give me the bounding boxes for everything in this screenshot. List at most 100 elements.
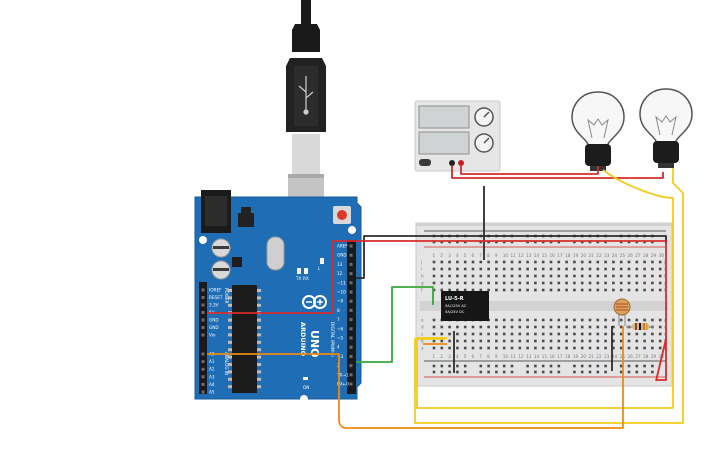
breadboard-hole[interactable]	[456, 274, 459, 278]
breadboard-hole[interactable]	[573, 281, 576, 285]
breadboard-hole[interactable]	[596, 281, 600, 285]
breadboard-hole[interactable]	[440, 339, 444, 343]
breadboard-hole[interactable]	[432, 332, 436, 336]
rail-hole[interactable]	[534, 364, 537, 368]
breadboard-hole[interactable]	[565, 332, 568, 336]
breadboard-hole[interactable]	[549, 274, 553, 278]
breadboard-hole[interactable]	[565, 325, 568, 329]
breadboard-hole[interactable]	[580, 332, 584, 336]
breadboard-hole[interactable]	[604, 281, 607, 285]
breadboard-hole[interactable]	[440, 267, 444, 271]
rail-hole[interactable]	[526, 370, 529, 374]
analog-pin[interactable]	[201, 352, 205, 356]
breadboard-hole[interactable]	[643, 281, 646, 285]
rail-hole[interactable]	[643, 364, 646, 368]
breadboard-hole[interactable]	[440, 274, 444, 278]
breadboard-hole[interactable]	[573, 325, 576, 329]
power-pin[interactable]	[201, 318, 205, 322]
rail-hole[interactable]	[502, 240, 506, 244]
breadboard-hole[interactable]	[604, 274, 607, 278]
rail-hole[interactable]	[526, 240, 529, 244]
breadboard-hole[interactable]	[541, 288, 545, 292]
breadboard-hole[interactable]	[487, 281, 490, 285]
breadboard-hole[interactable]	[565, 346, 568, 350]
rail-hole[interactable]	[549, 364, 553, 368]
breadboard-hole[interactable]	[643, 274, 646, 278]
breadboard-hole[interactable]	[440, 281, 444, 285]
rail-hole[interactable]	[541, 364, 545, 368]
breadboard-hole[interactable]	[495, 346, 498, 350]
breadboard-hole[interactable]	[432, 346, 436, 350]
breadboard-hole[interactable]	[588, 346, 592, 350]
breadboard-hole[interactable]	[635, 267, 639, 271]
breadboard-hole[interactable]	[448, 346, 451, 350]
breadboard-hole[interactable]	[627, 318, 631, 322]
breadboard-hole[interactable]	[487, 325, 490, 329]
rail-hole[interactable]	[651, 240, 654, 244]
breadboard-hole[interactable]	[604, 288, 607, 292]
rail-hole[interactable]	[596, 240, 600, 244]
rail-hole[interactable]	[588, 240, 592, 244]
breadboard-hole[interactable]	[463, 274, 467, 278]
breadboard-hole[interactable]	[557, 274, 561, 278]
breadboard-hole[interactable]	[612, 339, 615, 343]
breadboard-hole[interactable]	[495, 274, 498, 278]
breadboard-hole[interactable]	[658, 346, 662, 350]
breadboard-hole[interactable]	[463, 346, 467, 350]
rail-hole[interactable]	[643, 370, 646, 374]
breadboard-hole[interactable]	[658, 318, 662, 322]
photoresistor[interactable]	[613, 298, 631, 326]
breadboard-hole[interactable]	[541, 274, 545, 278]
breadboard-hole[interactable]	[557, 260, 561, 264]
rail-hole[interactable]	[588, 370, 592, 374]
breadboard-hole[interactable]	[510, 332, 514, 336]
breadboard-hole[interactable]	[588, 325, 592, 329]
rail-hole[interactable]	[495, 240, 498, 244]
rail-hole[interactable]	[448, 370, 451, 374]
breadboard-hole[interactable]	[440, 332, 444, 336]
analog-pin[interactable]	[201, 375, 205, 379]
digital-pin[interactable]	[349, 364, 353, 368]
breadboard-hole[interactable]	[541, 260, 545, 264]
breadboard-hole[interactable]	[549, 281, 553, 285]
breadboard-hole[interactable]	[487, 260, 490, 264]
rail-hole[interactable]	[448, 240, 451, 244]
rail-hole[interactable]	[456, 240, 459, 244]
usb-cable[interactable]	[286, 0, 326, 224]
breadboard-hole[interactable]	[565, 281, 568, 285]
breadboard-hole[interactable]	[541, 281, 545, 285]
breadboard-hole[interactable]	[651, 288, 654, 292]
breadboard-hole[interactable]	[588, 281, 592, 285]
breadboard-hole[interactable]	[549, 325, 553, 329]
breadboard-hole[interactable]	[456, 339, 459, 343]
rail-hole[interactable]	[526, 364, 529, 368]
breadboard-hole[interactable]	[534, 346, 537, 350]
power-pin[interactable]	[201, 333, 205, 337]
rail-hole[interactable]	[619, 240, 623, 244]
breadboard-hole[interactable]	[448, 267, 451, 271]
digital-pin[interactable]	[349, 290, 353, 294]
rail-hole[interactable]	[440, 240, 444, 244]
breadboard-hole[interactable]	[526, 339, 529, 343]
breadboard-hole[interactable]	[495, 260, 498, 264]
breadboard-hole[interactable]	[643, 332, 646, 336]
breadboard-hole[interactable]	[651, 274, 654, 278]
breadboard-hole[interactable]	[580, 267, 584, 271]
breadboard-hole[interactable]	[432, 281, 436, 285]
breadboard-hole[interactable]	[549, 346, 553, 350]
rail-hole[interactable]	[432, 370, 436, 374]
breadboard-hole[interactable]	[627, 260, 631, 264]
breadboard-hole[interactable]	[565, 288, 568, 292]
breadboard-hole[interactable]	[518, 267, 522, 271]
breadboard-hole[interactable]	[487, 288, 490, 292]
relay[interactable]: LU-5-R 5A/125V AC 5A/24V DC	[441, 291, 489, 321]
analog-pin[interactable]	[201, 382, 205, 386]
breadboard-hole[interactable]	[463, 325, 467, 329]
power-pin[interactable]	[201, 288, 205, 292]
rail-hole[interactable]	[495, 370, 498, 374]
breadboard-hole[interactable]	[495, 281, 498, 285]
breadboard-hole[interactable]	[549, 288, 553, 292]
breadboard-hole[interactable]	[643, 288, 646, 292]
breadboard-hole[interactable]	[534, 274, 537, 278]
breadboard-hole[interactable]	[557, 288, 561, 292]
